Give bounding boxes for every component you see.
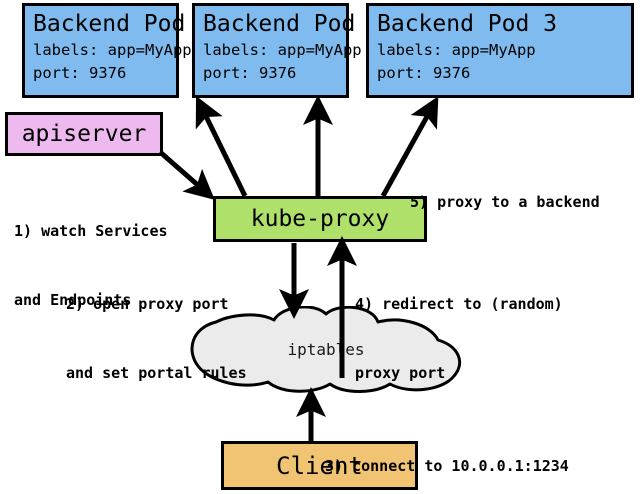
step-1-line-1: 1) watch Services [14,222,168,240]
backend-pod-1-title: Backend Pod 1 [33,11,214,37]
apiserver-label: apiserver [21,121,147,147]
backend-pod-2-title: Backend Pod 2 [203,11,384,37]
step-1-line-2: and Endpoints [14,291,132,309]
step-3-label: 3) connect to 10.0.0.1:1234 [325,409,569,494]
cloud-shape [190,305,461,393]
node-kube-proxy[interactable]: kube-proxy [213,196,427,242]
step-5-label: 5) proxy to a backend [410,145,600,260]
backend-pod-2-labels: labels: app=MyApp [203,41,362,59]
step-1-label: 1) watch Services and Endpoints [14,174,168,358]
backend-pod-1-labels: labels: app=MyApp [33,41,192,59]
step-3-line-1: 3) connect to 10.0.0.1:1234 [325,457,569,475]
backend-pod-3-port: port: 9376 [377,64,471,82]
backend-pod-3-title: Backend Pod 3 [377,11,558,37]
node-apiserver[interactable]: apiserver [5,112,163,156]
node-backend-pod-1[interactable]: Backend Pod 1 labels: app=MyApp port: 93… [22,3,214,98]
step-4-line-2: proxy port [355,364,446,382]
backend-pod-1-port: port: 9376 [33,64,127,82]
node-backend-pod-3[interactable]: Backend Pod 3 labels: app=MyApp port: 93… [366,3,634,98]
step-5-line-1: 5) proxy to a backend [410,193,600,211]
step-4-line-1: 4) redirect to (random) [355,295,563,313]
backend-pod-3-labels: labels: app=MyApp [377,41,536,59]
step-2-label: 2) open proxy port and set portal rules [66,247,247,431]
backend-pod-2-port: port: 9376 [203,64,297,82]
step-4-label: 4) redirect to (random) proxy port [355,247,563,431]
arrow-kube-proxy-to-pod-1 [195,95,248,198]
step-2-line-1: 2) open proxy port [66,295,229,313]
client-label: Client [276,451,363,480]
node-client[interactable]: Client [221,441,418,490]
kube-proxy-label: kube-proxy [250,206,390,232]
step-2-line-2: and set portal rules [66,364,247,382]
node-backend-pod-2[interactable]: Backend Pod 2 labels: app=MyApp port: 93… [192,3,384,98]
